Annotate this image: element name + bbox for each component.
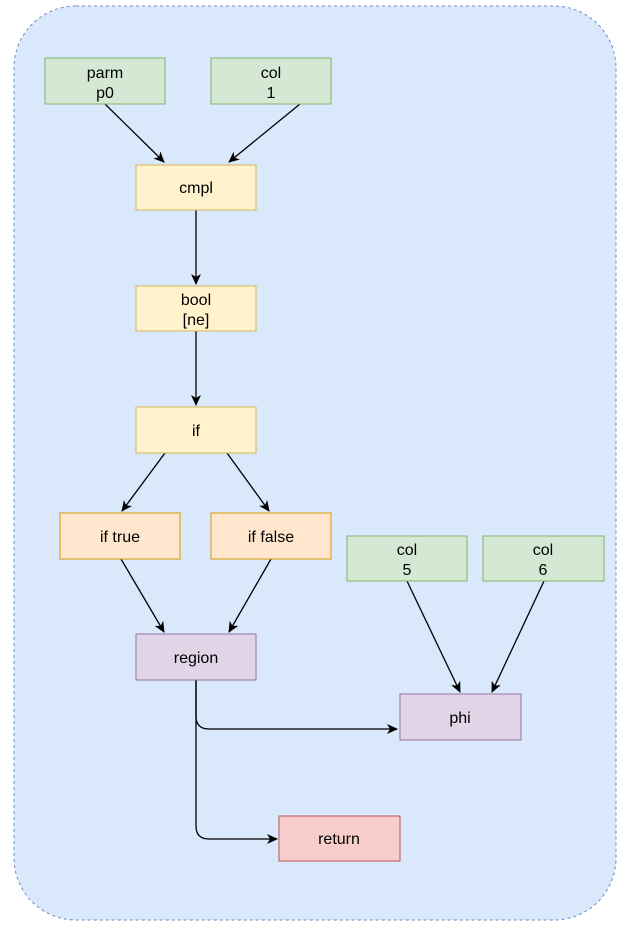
node-if-true[interactable]: if true [59,512,181,560]
node-label: return [318,831,360,848]
node-label-line2: 1 [267,85,276,102]
edge-parm-to-cmpl [104,103,165,163]
node-box [135,285,257,332]
edge-region-to-return [195,680,278,844]
node-label: phi [449,710,470,727]
edge-if-false-to-region [228,558,272,633]
graph-container [13,5,617,921]
node-label-line2: 5 [403,562,412,579]
node-label: if true [100,529,140,546]
node-col-6[interactable]: col 6 [482,535,605,582]
node-col-1[interactable]: col 1 [210,57,332,105]
node-label: if false [248,529,294,546]
node-box [44,57,166,105]
edge-if-to-if-true [121,452,166,512]
node-phi[interactable]: phi [399,693,522,741]
node-box [210,512,332,560]
node-label-line2: 6 [539,562,548,579]
node-box [399,693,522,741]
node-label-line1: bool [181,292,211,309]
node-region[interactable]: region [135,633,257,681]
node-cmpl[interactable]: cmpl [135,164,257,211]
node-label-line1: col [533,542,553,559]
node-parm[interactable]: parm p0 [44,57,166,105]
node-label-line1: parm [87,65,123,82]
node-label: cmpl [179,180,213,197]
node-label-line1: col [397,542,417,559]
node-box [59,512,181,560]
node-bool[interactable]: bool [ne] [135,285,257,332]
node-box [135,164,257,211]
node-box [210,57,332,105]
node-col-5[interactable]: col 5 [346,535,468,582]
node-box [135,406,257,454]
node-box [135,633,257,681]
node-label: if [192,423,201,440]
edge-if-true-to-region [120,558,165,633]
node-label-line1: col [261,65,281,82]
node-box [482,535,605,582]
node-label: region [174,650,218,667]
edge-col5-to-phi [406,580,461,693]
node-return[interactable]: return [278,815,401,862]
edge-if-to-if-false [226,452,270,512]
node-if[interactable]: if [135,406,257,454]
node-label-line2: p0 [96,85,114,102]
node-if-false[interactable]: if false [210,512,332,560]
node-label-line2: [ne] [183,312,210,329]
edges [104,103,545,844]
node-box [278,815,401,862]
edge-col6-to-phi [491,580,545,693]
node-box [346,535,468,582]
edge-col1-to-cmpl [228,103,301,163]
